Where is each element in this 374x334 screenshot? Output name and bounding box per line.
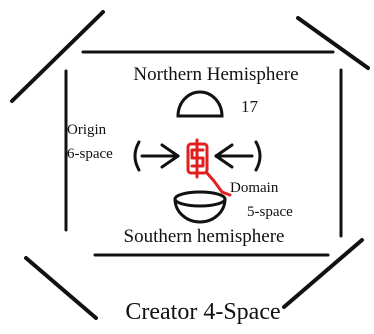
outer-frame bbox=[10, 10, 370, 320]
domain-label-line2: 5-space bbox=[247, 204, 293, 220]
origin-label-line1: Origin bbox=[67, 122, 107, 138]
origin-arrow-icon bbox=[133, 140, 180, 172]
center-symbol-icon bbox=[186, 138, 232, 197]
southern-hemisphere-icon bbox=[173, 190, 227, 224]
creator-space-title: Creator 4-Space bbox=[125, 299, 280, 325]
outer-stroke-bottom-left bbox=[24, 256, 98, 320]
northern-hemisphere-label: Northern Hemisphere bbox=[133, 64, 298, 85]
northern-hemisphere-icon bbox=[176, 90, 224, 118]
region-number-label: 17 bbox=[241, 97, 259, 116]
outer-stroke-top-right bbox=[296, 16, 370, 70]
inner-frame bbox=[64, 50, 343, 257]
southern-hemisphere-label: Southern hemisphere bbox=[124, 226, 285, 247]
origin-label-line2: 6-space bbox=[67, 146, 113, 162]
domain-arrow-icon bbox=[214, 140, 262, 172]
outer-stroke-top-left bbox=[10, 10, 105, 103]
domain-label-line1: Domain bbox=[230, 180, 279, 196]
outer-stroke-bottom-right bbox=[282, 238, 364, 309]
